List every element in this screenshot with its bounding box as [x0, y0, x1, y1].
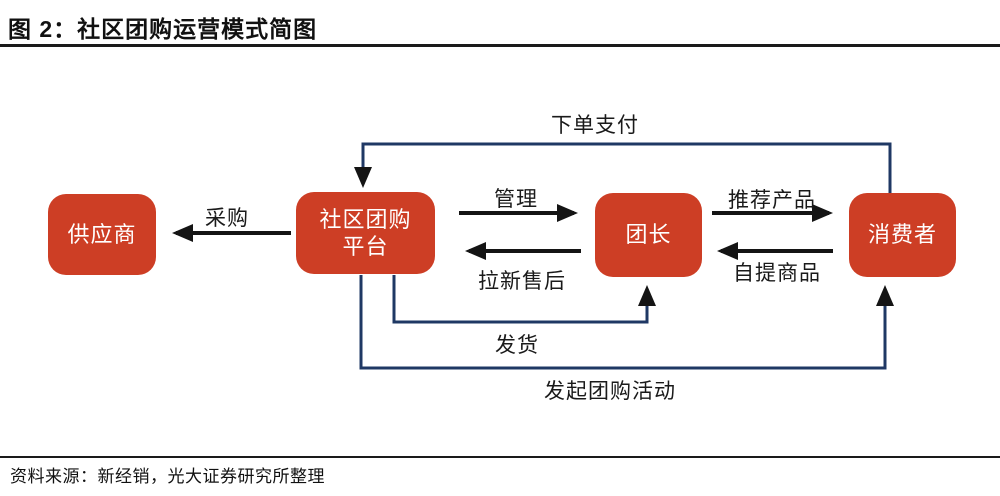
node-platform: 社区团购 平台 [296, 192, 435, 274]
node-supplier-label: 供应商 [67, 221, 137, 247]
edge-label-self-pickup: 自提商品 [733, 262, 821, 285]
edge-order-pay-arrow [354, 142, 892, 193]
node-leader: 团长 [595, 193, 702, 277]
edge-label-recommend-products: 推荐产品 [728, 189, 816, 212]
node-consumer: 消费者 [849, 193, 956, 277]
node-supplier: 供应商 [48, 194, 156, 275]
node-leader-label: 团长 [625, 222, 672, 248]
node-consumer-label: 消费者 [867, 222, 937, 248]
edge-label-acquire-aftersales: 拉新售后 [478, 270, 566, 293]
edge-label-procurement: 采购 [205, 207, 249, 230]
edge-ship-arrow [392, 275, 656, 324]
title-divider [0, 44, 1000, 47]
edge-label-order-pay: 下单支付 [551, 114, 639, 137]
node-platform-label-line1: 社区团购 [319, 206, 412, 232]
footer-divider [0, 456, 1000, 458]
edge-label-manage: 管理 [494, 188, 538, 211]
edge-label-ship: 发货 [495, 334, 539, 357]
node-platform-label-line2: 平台 [342, 234, 389, 259]
edge-label-initiate-groupbuy: 发起团购活动 [544, 380, 676, 403]
source-note: 资料来源：新经销，光大证券研究所整理 [10, 467, 325, 486]
edge-initiate-groupbuy-arrow [359, 275, 894, 370]
flow-diagram: 供应商 社区团购 平台 团长 消费者 采购 管理 拉新售后 推荐产品 自提商品 … [0, 47, 1000, 456]
figure-title: 图 2：社区团购运营模式简图 [8, 16, 318, 42]
